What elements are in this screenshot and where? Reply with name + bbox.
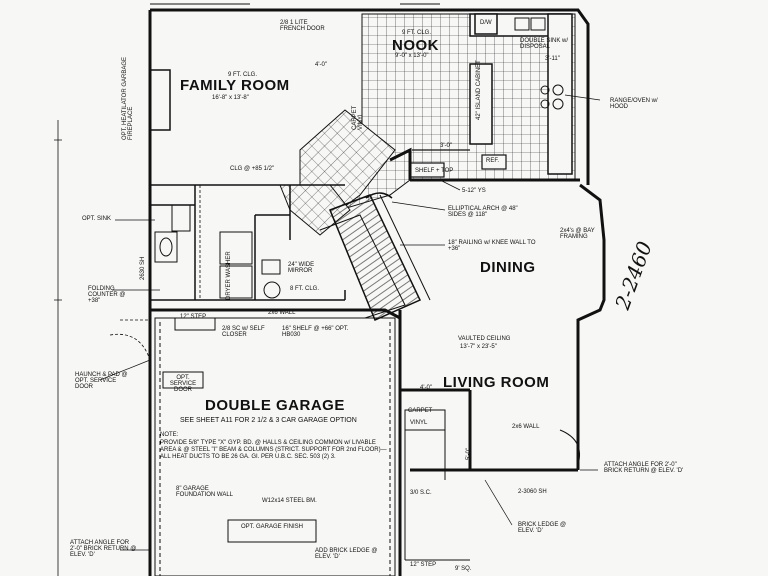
brick-ledge-label: BRICK LEDGE @ ELEV. 'D'	[518, 522, 567, 534]
garage-note-text: PROVIDE 5/8" TYPE "X" GYP. BD. @ HALLS &…	[160, 440, 387, 461]
sh-2060-label: 2-3060 SH	[518, 489, 547, 495]
step-12-bottom: 12" STEP	[410, 562, 437, 568]
attach-angle-left-label: ATTACH ANGLE FOR 2'-0" BRICK RETURN @ EL…	[70, 540, 137, 558]
dim-9-label: 9' SQ.	[455, 566, 472, 572]
garage-foundation-label: 8" GARAGE FOUNDATION WALL	[176, 486, 234, 498]
dryer-washer-label: DRYER WASHER	[226, 251, 232, 300]
dim-5-0: 5'-0"	[466, 448, 472, 460]
wall-2x6-label: 2x6 WALL	[268, 310, 296, 316]
opt-service-door-label: OPT. SERVICE DOOR	[169, 375, 197, 393]
railing-label: 18" RAILING w/ KNEE WALL TO +36"	[448, 240, 536, 252]
stairs	[329, 194, 422, 321]
double-garage-note: SEE SHEET A11 FOR 2 1/2 & 3 CAR GARAGE O…	[180, 417, 357, 424]
arch-label: ELLIPTICAL ARCH @ 48" SIDES @ 118"	[448, 206, 518, 218]
island-label: 42" ISLAND CABINET	[476, 60, 482, 120]
family-room-title: FAMILY ROOM	[180, 77, 290, 94]
steel-beam-label: W12x14 STEEL BM.	[262, 498, 317, 504]
opt-garage-door-label: OPT. GARAGE FINISH	[240, 524, 303, 530]
nook-title: NOOK	[392, 37, 439, 54]
shelf-label: SHELF + TOP	[415, 168, 454, 174]
family-room-ceiling: 9 FT. CLG.	[228, 72, 258, 78]
ft-clg-label: 8 FT. CLG.	[290, 286, 320, 292]
shelf-66-label: 16" SHELF @ +66" OPT. HB030	[282, 326, 349, 338]
dw-label: D/W	[480, 20, 492, 26]
step-12-label: 12" STEP	[180, 314, 207, 320]
french-door-label: 2/8 1 LITE FRENCH DOOR	[280, 20, 325, 32]
vinyl2-label: VINYL	[410, 420, 428, 426]
note-title: NOTE:	[160, 432, 179, 438]
carpet2-label: CARPET	[408, 408, 433, 414]
bay-framing-label: 2x4's @ BAY FRAMING	[560, 228, 595, 240]
attach-angle-right-label: ATTACH ANGLE FOR 2'-0" BRICK RETURN @ EL…	[604, 462, 684, 474]
dim-3-0: 3'-0"	[440, 143, 452, 149]
sh-2630-label: 2630 SH	[140, 256, 146, 280]
mirror-label: 24" WIDE MIRROR	[288, 262, 315, 274]
double-garage-title: DOUBLE GARAGE	[205, 397, 345, 414]
fireplace-label: OPT. HEATILATOR GARBAGE FIREPLACE	[122, 56, 134, 140]
self-closer-label: 2/8 SC w/ SELF CLOSER	[222, 326, 265, 338]
living-room-ceiling: VAULTED CEILING	[458, 336, 511, 342]
wall-2x6-living: 2x6 WALL	[512, 424, 540, 430]
dining-title: DINING	[480, 259, 536, 276]
opt-sink-label: OPT. SINK	[82, 216, 112, 222]
dim-3-11: 3'-11"	[545, 56, 560, 62]
nook-ceiling: 9 FT. CLG.	[402, 30, 432, 36]
nook-dims: 9'-0" x 13'-0"	[395, 53, 429, 59]
clg-label: CLG @ +85 1/2"	[230, 166, 275, 172]
dim-4-0b: 4'-0"	[420, 385, 432, 391]
double-sink-label: DOUBLE SINK w/ DISPOSAL	[520, 38, 569, 50]
kitchen-counters	[469, 13, 573, 175]
ref-label: REF.	[486, 158, 500, 164]
ys-label: 5-12" YS	[462, 188, 486, 194]
haunch-label: HAUNCH & PAD @ OPT. SERVICE DOOR	[75, 372, 128, 390]
sc-30-label: 3/0 S.C.	[410, 490, 432, 496]
add-brick-ledge-label: ADD BRICK LEDGE @ ELEV. 'D'	[315, 548, 378, 560]
folding-counter-label: FOLDING COUNTER @ +38"	[88, 286, 126, 304]
carpet-vinyl-label: CARPET VINYL	[352, 105, 364, 130]
dim-4-0: 4'-0"	[315, 62, 327, 68]
range-label: RANGE/OVEN w/ HOOD	[610, 98, 658, 110]
living-room-title: LIVING ROOM	[443, 374, 550, 391]
living-room-ceiling-dims: 13'-7" x 23'-5"	[460, 344, 497, 350]
family-room-dims: 16'-8" x 13'-8"	[212, 95, 249, 101]
